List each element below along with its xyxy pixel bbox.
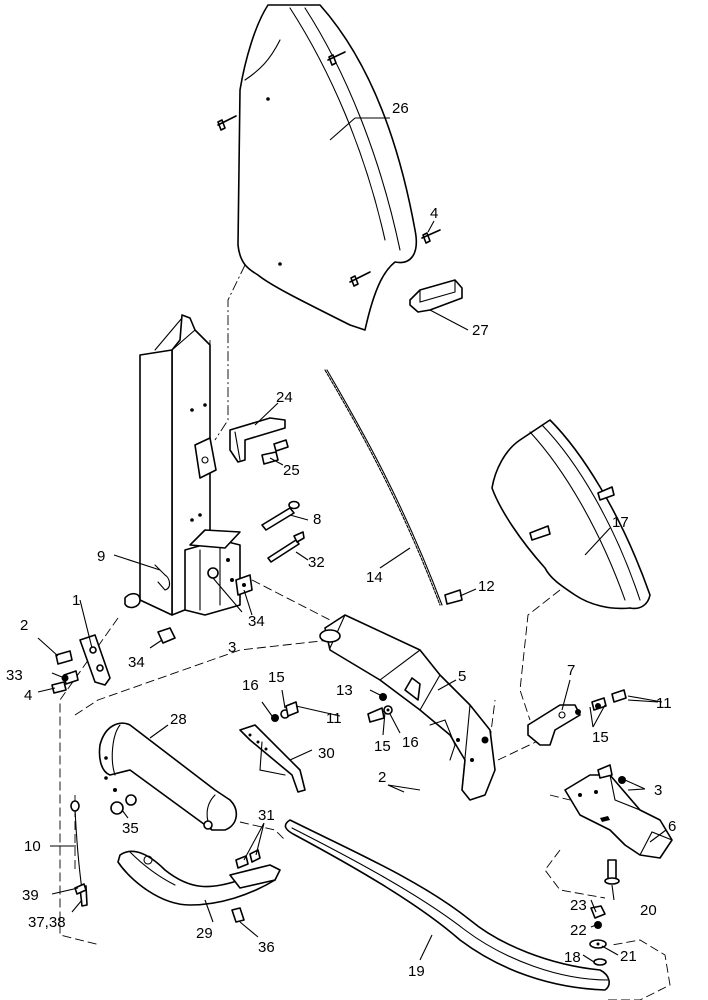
callout-30: 30 (318, 745, 335, 762)
callout-14: 14 (366, 569, 383, 586)
bolt-icon (51, 650, 79, 694)
callout-1: 1 (72, 592, 80, 609)
callout-4: 4 (430, 205, 438, 222)
bolt-icon (217, 51, 441, 287)
chain-14 (324, 369, 443, 606)
callout-34: 34 (248, 613, 265, 630)
callout-10: 10 (24, 838, 41, 855)
callout-7: 7 (567, 662, 575, 679)
callout-35: 35 (122, 820, 139, 837)
callout-12: 12 (478, 578, 495, 595)
callout-19: 19 (408, 963, 425, 980)
callout-6: 6 (668, 818, 676, 835)
callout-3: 3 (228, 639, 236, 656)
bolt-icon (529, 486, 615, 541)
callout-15: 15 (592, 729, 609, 746)
callout-17: 17 (612, 514, 629, 531)
callout-8: 8 (313, 511, 321, 528)
callout-33: 33 (6, 667, 23, 684)
callout-2: 2 (378, 769, 386, 786)
callout-labels: 26 4 27 24 25 8 32 9 3 34 34 1 2 33 4 14… (6, 100, 676, 980)
callout-18: 18 (564, 949, 581, 966)
long-bar-19 (284, 819, 610, 991)
side-shield-17 (491, 419, 651, 610)
callout-11: 11 (656, 695, 672, 712)
bracket-7 (527, 689, 627, 746)
callout-3: 3 (654, 782, 662, 799)
callout-34: 34 (128, 654, 145, 671)
callout-28: 28 (170, 711, 187, 728)
callout-15: 15 (374, 738, 391, 755)
cable-10 (70, 800, 88, 907)
callout-4: 4 (24, 687, 32, 704)
hardware-stack (589, 905, 607, 966)
pin-8 (261, 500, 300, 531)
callout-24: 24 (276, 389, 293, 406)
washer-icon (271, 693, 393, 723)
pin-32 (267, 531, 305, 563)
callout-5: 5 (458, 668, 466, 685)
bolt-icon (444, 589, 463, 605)
lower-mount-bracket (124, 529, 241, 616)
housing-28 (98, 722, 238, 831)
bracket-24 (229, 417, 286, 463)
leader-lines (37, 117, 667, 963)
callout-9: 9 (97, 548, 105, 565)
callout-16: 16 (242, 677, 259, 694)
callout-13: 13 (336, 682, 353, 699)
nut-icon (110, 788, 137, 815)
link-rod-30 (239, 724, 306, 793)
callout-25: 25 (283, 462, 300, 479)
upper-shield-26 (237, 4, 417, 331)
callout-11: 11 (326, 710, 342, 727)
callout-2: 2 (20, 617, 28, 634)
callout-26: 26 (392, 100, 409, 117)
callout-39: 39 (22, 887, 39, 904)
callout-32: 32 (308, 554, 325, 571)
spring-clip-9 (154, 564, 171, 591)
callout-36: 36 (258, 939, 275, 956)
callout-22: 22 (570, 922, 587, 939)
callout-37-38: 37,38 (28, 914, 66, 931)
main-arm-5 (319, 614, 496, 801)
curved-skid-29 (117, 850, 281, 906)
callout-21: 21 (620, 948, 637, 965)
bolt-icon (597, 764, 626, 885)
callout-15: 15 (268, 669, 285, 686)
callout-20: 20 (640, 902, 657, 919)
callout-31: 31 (258, 807, 275, 824)
callout-16: 16 (402, 734, 419, 751)
strap-bracket-27 (409, 279, 463, 313)
callout-27: 27 (472, 322, 489, 339)
nut-icon (157, 574, 253, 644)
callout-23: 23 (570, 897, 587, 914)
callout-29: 29 (196, 925, 213, 942)
plate-1 (79, 634, 111, 686)
